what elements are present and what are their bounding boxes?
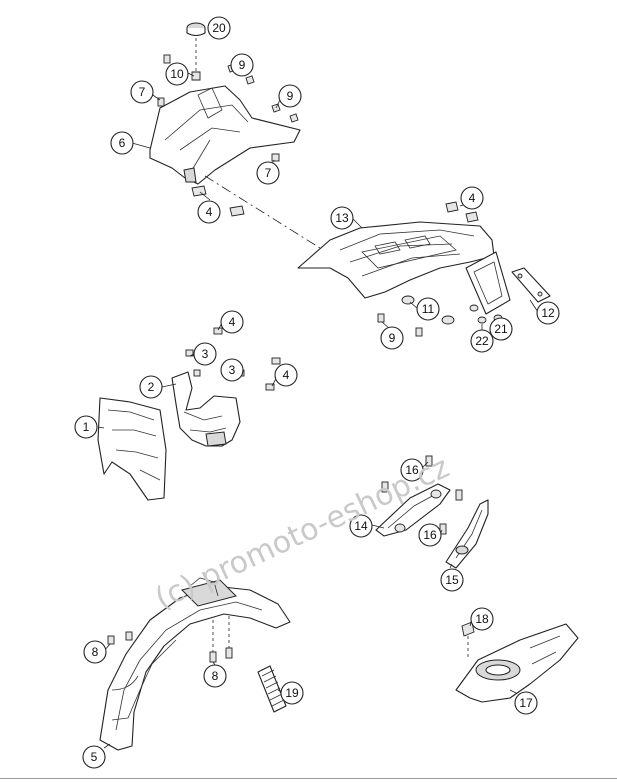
svg-text:12: 12 <box>541 306 555 320</box>
part-2-bracket <box>171 327 281 447</box>
hardware-top <box>157 54 299 217</box>
svg-text:15: 15 <box>445 573 459 587</box>
callout-9[interactable]: 9 <box>278 84 302 108</box>
svg-text:14: 14 <box>354 519 368 533</box>
hardware-fender <box>377 201 503 337</box>
callout-19[interactable]: 19 <box>280 681 304 705</box>
part-13-rear-fender <box>297 221 495 299</box>
callout-4[interactable]: 4 <box>197 200 221 224</box>
svg-text:2: 2 <box>148 380 155 394</box>
callout-9[interactable]: 9 <box>380 326 404 350</box>
svg-text:6: 6 <box>119 136 126 150</box>
part-17-mudguard <box>455 621 579 703</box>
svg-text:8: 8 <box>212 669 219 683</box>
svg-text:16: 16 <box>405 463 419 477</box>
svg-text:9: 9 <box>287 89 294 103</box>
callout-7[interactable]: 7 <box>130 80 154 104</box>
callout-1[interactable]: 1 <box>74 415 98 439</box>
svg-text:22: 22 <box>475 334 489 348</box>
svg-text:3: 3 <box>202 347 209 361</box>
callout-3[interactable]: 3 <box>193 342 217 366</box>
callout-3[interactable]: 3 <box>220 358 244 382</box>
part-20-cap <box>186 22 206 72</box>
svg-text:16: 16 <box>423 528 437 542</box>
svg-text:3: 3 <box>229 363 236 377</box>
callout-2[interactable]: 2 <box>139 375 163 399</box>
svg-text:17: 17 <box>519 696 533 710</box>
svg-text:4: 4 <box>229 315 236 329</box>
svg-text:11: 11 <box>422 302 435 316</box>
svg-text:5: 5 <box>91 750 98 764</box>
part-14-15-side-panels <box>375 455 489 569</box>
part-1-headlight-mask <box>97 397 167 501</box>
svg-text:4: 4 <box>206 205 213 219</box>
svg-text:20: 20 <box>212 21 226 35</box>
svg-text:9: 9 <box>389 331 396 345</box>
svg-text:8: 8 <box>92 645 99 659</box>
svg-text:19: 19 <box>285 686 299 700</box>
svg-text:4: 4 <box>283 368 290 382</box>
callout-9[interactable]: 9 <box>230 53 254 77</box>
part-12-plate <box>465 251 551 315</box>
callout-13[interactable]: 13 <box>330 206 354 230</box>
callout-7[interactable]: 7 <box>256 161 280 185</box>
callout-15[interactable]: 15 <box>440 568 464 592</box>
callout-5[interactable]: 5 <box>82 745 106 769</box>
svg-text:4: 4 <box>469 191 476 205</box>
svg-text:9: 9 <box>239 58 246 72</box>
callout-8[interactable]: 8 <box>83 640 107 664</box>
svg-text:7: 7 <box>139 85 146 99</box>
callout-20[interactable]: 20 <box>207 16 231 40</box>
part-6-rear-frame <box>149 85 301 185</box>
callout-4[interactable]: 4 <box>460 186 484 210</box>
callout-4[interactable]: 4 <box>220 310 244 334</box>
svg-text:21: 21 <box>494 322 508 336</box>
bottom-divider <box>0 778 617 779</box>
callout-6[interactable]: 6 <box>110 131 134 155</box>
callout-14[interactable]: 14 <box>349 514 373 538</box>
svg-text:1: 1 <box>83 420 90 434</box>
callout-12[interactable]: 12 <box>536 301 560 325</box>
callout-17[interactable]: 17 <box>514 691 538 715</box>
svg-text:13: 13 <box>335 211 349 225</box>
part-5-front-fender <box>99 577 291 751</box>
callout-22[interactable]: 22 <box>470 329 494 353</box>
svg-text:18: 18 <box>475 612 489 626</box>
svg-text:7: 7 <box>265 166 272 180</box>
callout-16[interactable]: 16 <box>400 458 424 482</box>
callout-18[interactable]: 18 <box>470 607 494 631</box>
svg-text:10: 10 <box>170 67 184 81</box>
part-19-decal <box>257 665 287 713</box>
callout-11[interactable]: 11 <box>416 297 440 321</box>
callout-10[interactable]: 10 <box>165 62 189 86</box>
callout-16[interactable]: 16 <box>418 523 442 547</box>
callout-4[interactable]: 4 <box>274 363 298 387</box>
callout-8[interactable]: 8 <box>203 664 227 688</box>
callout-21[interactable]: 21 <box>489 317 513 341</box>
